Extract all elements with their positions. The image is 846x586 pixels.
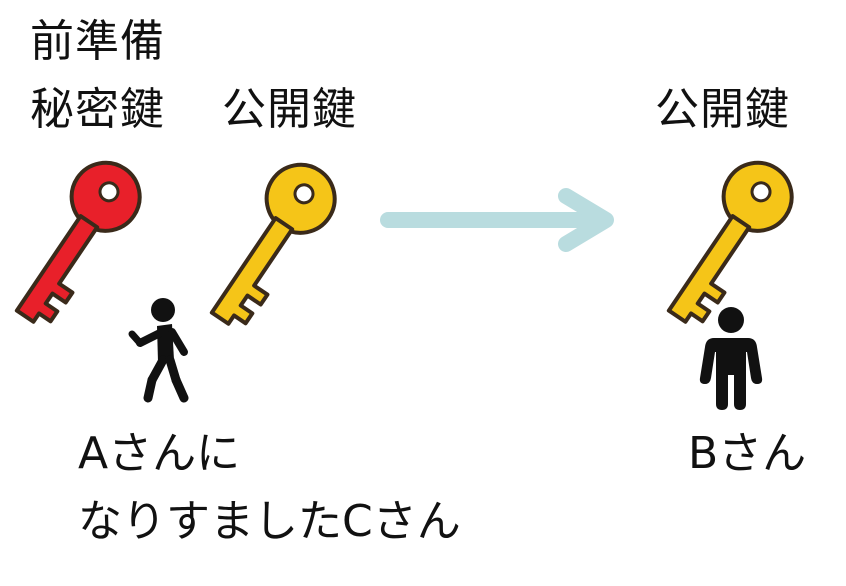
person-label-a-line2: なりすましたCさん	[78, 496, 461, 547]
public-key-icon-left	[209, 162, 337, 326]
person-label-b: Bさん	[688, 428, 807, 479]
heading-prep: 前準備	[30, 16, 165, 67]
walking-person-icon	[128, 298, 189, 403]
private-key-label: 秘密鍵	[30, 84, 165, 135]
arrow-right-icon	[380, 188, 614, 252]
public-key-icon-right	[666, 160, 794, 324]
public-key-label-right: 公開鍵	[655, 84, 790, 135]
private-key-icon	[14, 160, 142, 324]
standing-person-icon	[699, 307, 763, 410]
public-key-label-left: 公開鍵	[222, 84, 357, 135]
person-label-a-line1: Aさんに	[78, 428, 241, 479]
